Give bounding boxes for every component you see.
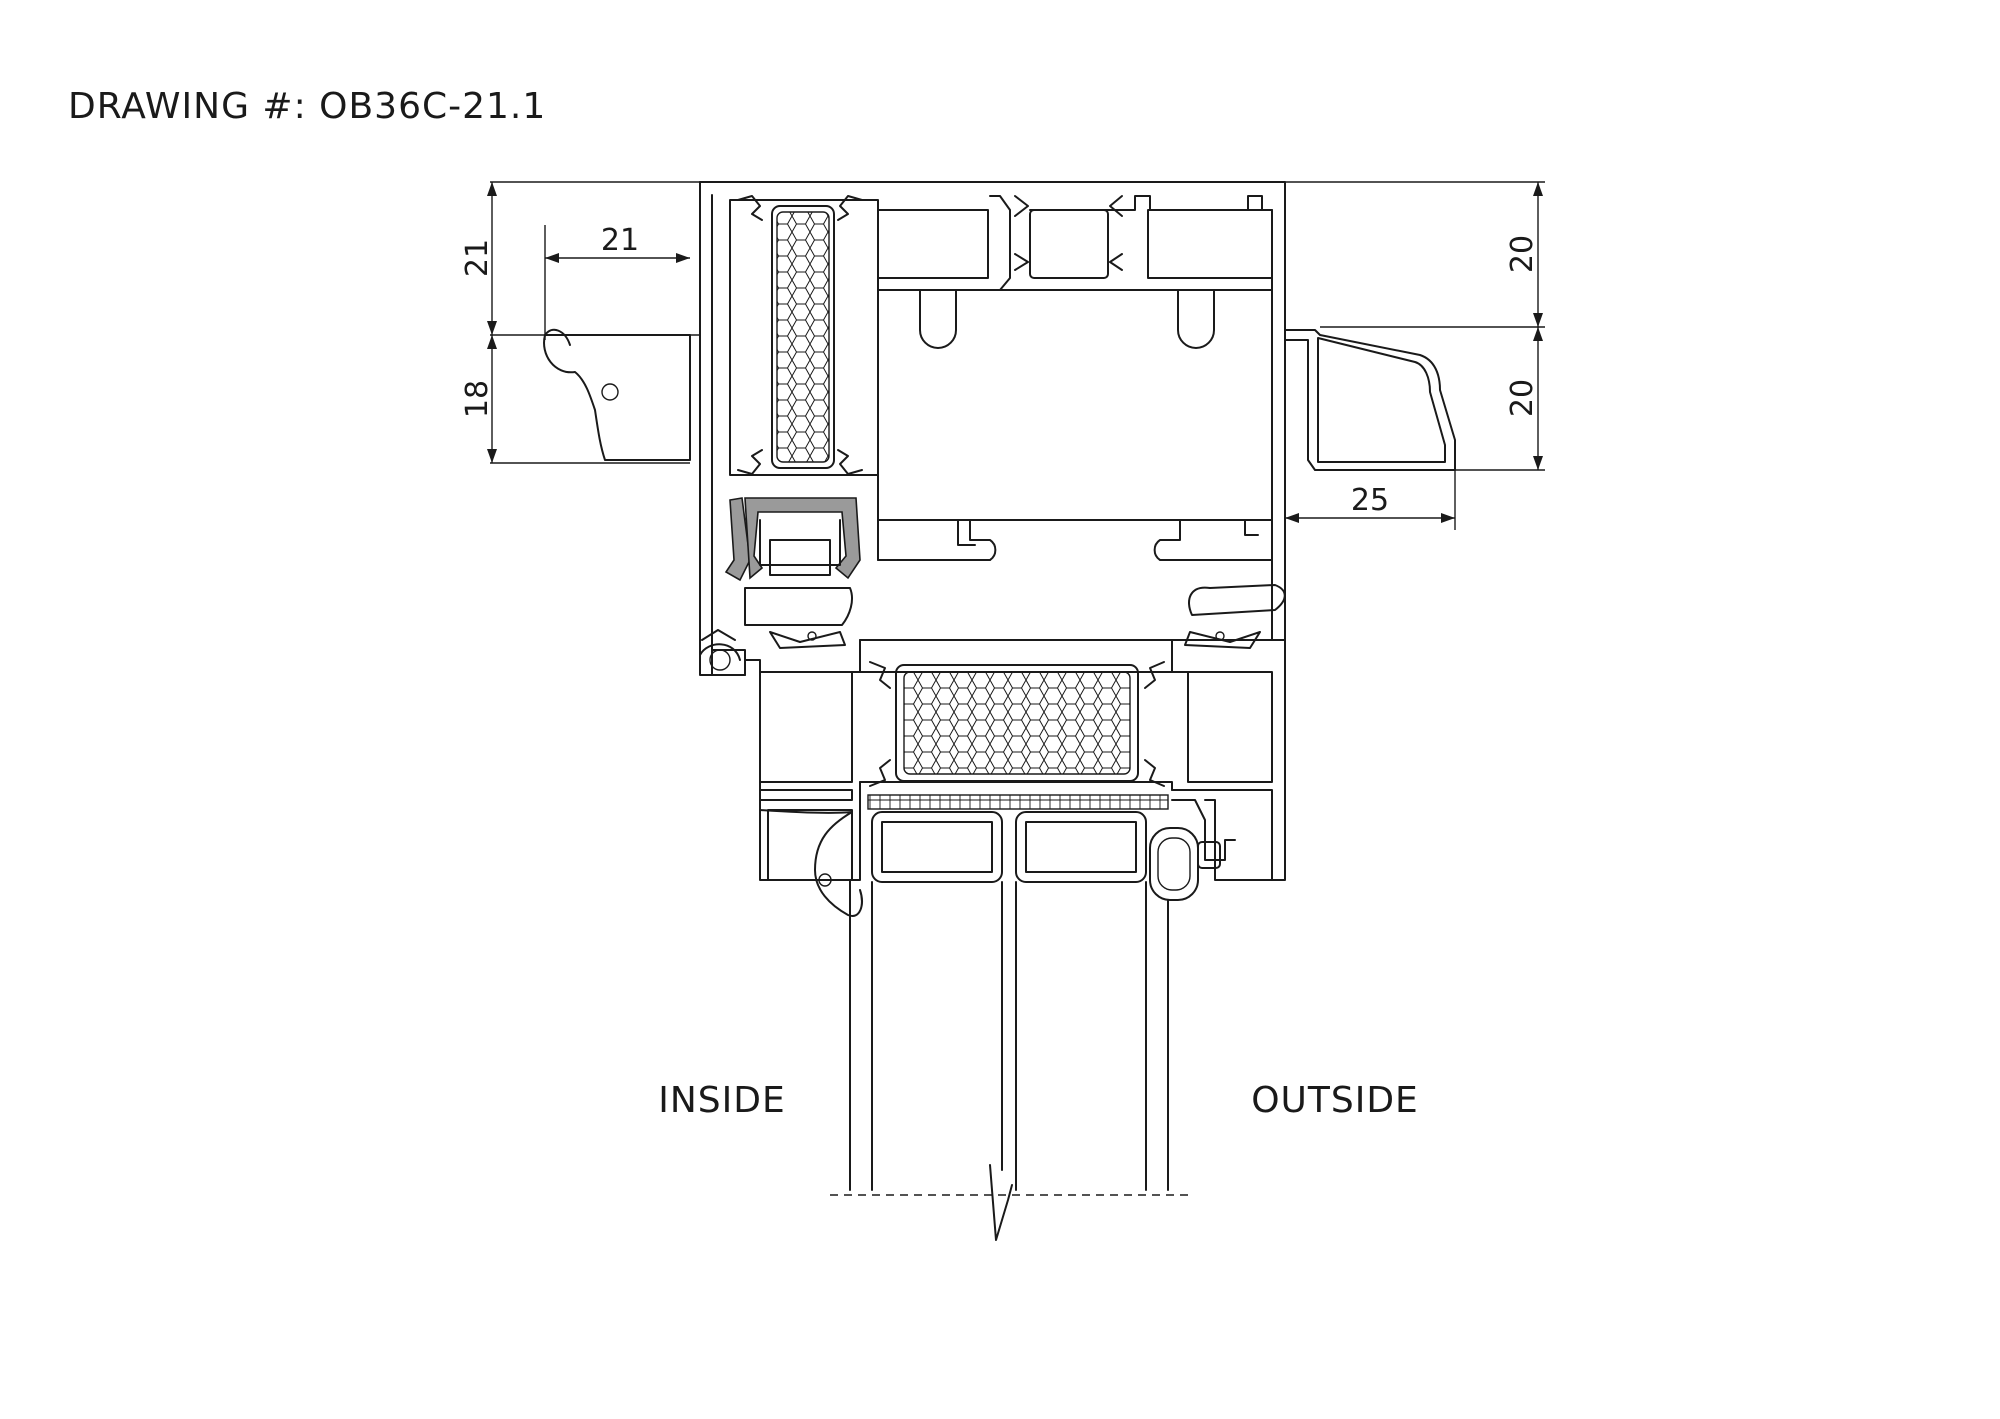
dimension-lines <box>487 181 1545 530</box>
dim-left-top-vertical: 21 <box>460 239 495 277</box>
dim-left-bottom-vertical: 18 <box>460 380 495 418</box>
gasket-channel <box>724 497 861 582</box>
drawing-title: DRAWING #: OB36C-21.1 <box>68 86 547 127</box>
frame-thermal-break <box>729 195 1123 476</box>
label-outside: OUTSIDE <box>1251 1080 1419 1121</box>
glass-unit <box>830 811 1221 1241</box>
weather-seals <box>744 584 1286 649</box>
dim-right-horizontal: 25 <box>1351 483 1389 518</box>
sash-thermal-break <box>869 661 1165 787</box>
exterior-drip-cap <box>1284 329 1456 471</box>
interior-bead <box>543 328 691 461</box>
dim-right-top-vertical: 20 <box>1505 235 1540 273</box>
label-inside: INSIDE <box>658 1080 785 1121</box>
dim-left-top-horizontal: 21 <box>601 223 639 258</box>
glazing-bead <box>759 794 1236 917</box>
dim-right-bottom-vertical: 20 <box>1505 379 1540 417</box>
